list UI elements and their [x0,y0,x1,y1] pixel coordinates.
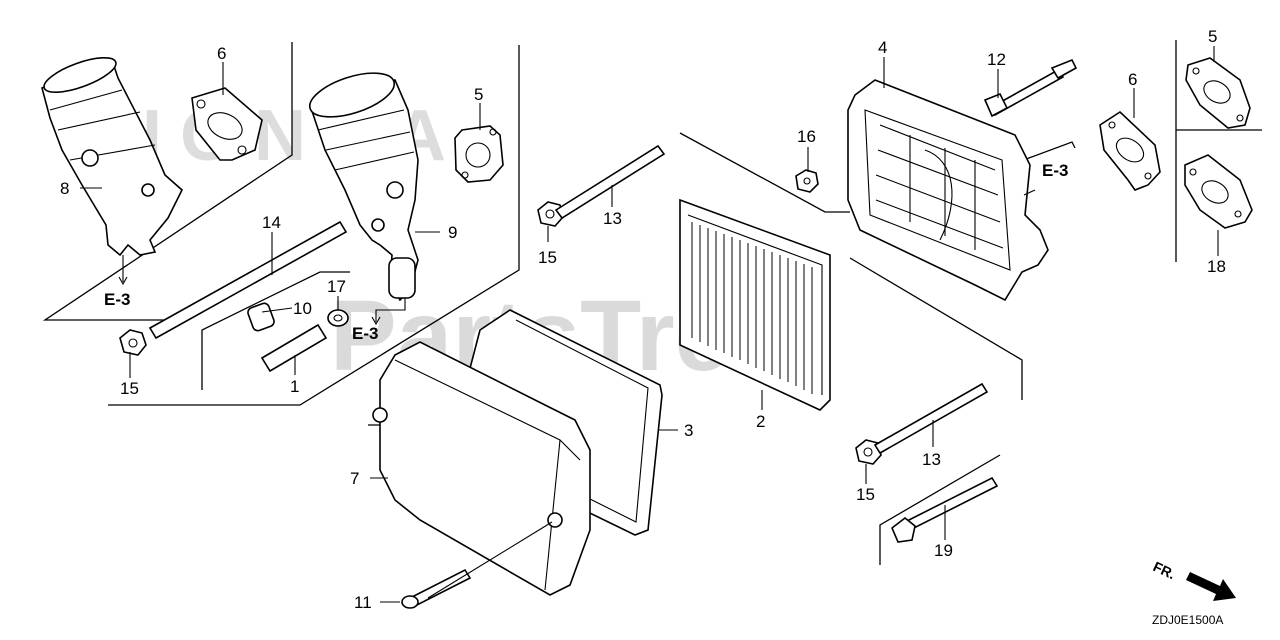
gasket-part-5-right [1185,57,1251,129]
reference-e3-right: E-3 [1042,161,1068,180]
filter-element-part-2 [679,198,831,411]
bolt-part-13-upper [554,144,666,220]
diagram-code: ZDJ0E1500A [1152,613,1223,627]
callout-17: 17 [327,277,346,296]
callout-15-left: 15 [120,379,139,398]
front-direction-indicator: FR. [1151,558,1236,601]
leader-lines [80,46,1219,603]
callout-10: 10 [293,299,312,318]
collar-part-10 [247,302,275,332]
callout-15-middle: 15 [538,248,557,267]
reference-e3-center: E-3 [352,324,378,343]
callout-18: 18 [1207,257,1226,276]
intake-elbow-part-8 [41,56,183,257]
stud-part-12 [983,58,1078,118]
bolt-part-19 [891,476,999,543]
callout-16: 16 [797,127,816,146]
callout-2: 2 [756,412,765,431]
callout-6-left: 6 [217,44,226,63]
callout-11: 11 [354,593,372,612]
flange-nut-part-15-left [119,329,147,356]
front-direction-arrow-icon [1186,572,1236,601]
callout-5-center: 5 [474,85,483,104]
gasket-part-6-right [1099,110,1161,191]
front-direction-label: FR. [1151,558,1178,582]
bolt-part-13-lower [873,382,989,455]
callout-3: 3 [684,421,693,440]
callout-15-right: 15 [856,485,875,504]
screw-part-11 [401,568,472,609]
callout-7: 7 [350,469,359,488]
pipe-part-1 [260,323,328,373]
callout-1: 1 [290,377,299,396]
callout-4: 4 [878,38,887,57]
reference-labels: E-3 E-3 E-3 [104,161,1068,343]
callout-5-right: 5 [1208,27,1217,46]
intake-elbow-part-9 [308,72,419,302]
callout-14: 14 [262,213,281,232]
divider-lines [42,40,1262,565]
gasket-part-6-left [191,87,263,161]
air-cleaner-cover-part-7 [372,341,591,596]
nut-part-16 [795,169,819,193]
washer-part-17 [327,309,349,327]
callout-13-upper: 13 [603,209,622,228]
callout-13-lower: 13 [922,450,941,469]
callout-numbers: 1 2 3 4 5 5 6 6 7 8 9 10 11 12 13 13 14 … [60,27,1226,612]
callout-19: 19 [934,541,953,560]
gasket-part-5-center [454,125,504,183]
air-cleaner-case-part-4 [847,79,1049,302]
reference-e3-left: E-3 [104,290,130,309]
stud-part-14 [148,220,348,340]
gasket-part-18 [1184,154,1253,229]
callout-8: 8 [60,179,69,198]
callout-6-right: 6 [1128,70,1137,89]
callout-12: 12 [987,50,1006,69]
callout-9: 9 [448,223,457,242]
